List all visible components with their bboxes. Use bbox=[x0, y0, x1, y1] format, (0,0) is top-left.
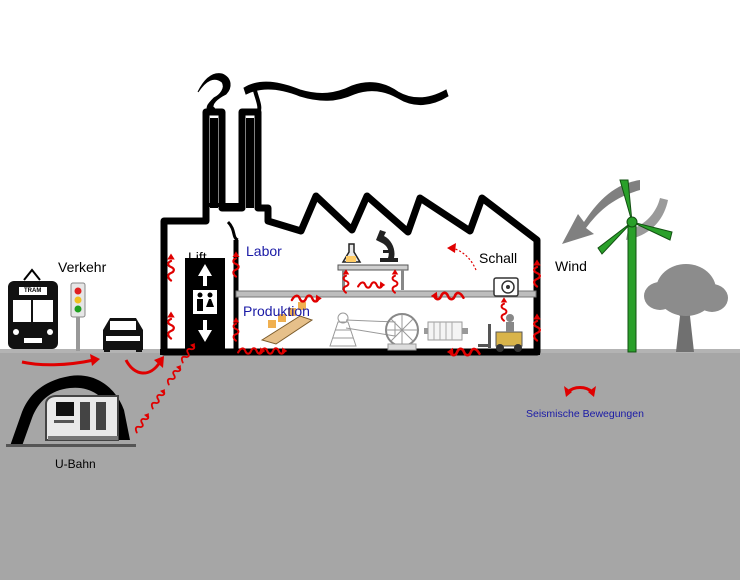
subway-tunnel bbox=[6, 375, 136, 447]
schall-label: Schall bbox=[479, 250, 518, 266]
tram-icon bbox=[8, 268, 58, 349]
car-vibration-arrowhead bbox=[154, 356, 164, 368]
machine-icon bbox=[329, 312, 419, 351]
microscope-icon bbox=[376, 230, 398, 262]
forklift-icon bbox=[478, 314, 523, 352]
subway-train-icon bbox=[45, 395, 119, 441]
seismic-legend-head-right bbox=[588, 386, 596, 397]
produktion-label: Produktion bbox=[243, 303, 310, 319]
traffic-light-icon bbox=[70, 282, 86, 351]
verkehr-label: Verkehr bbox=[58, 259, 107, 275]
motor-icon bbox=[424, 321, 468, 341]
ground bbox=[0, 349, 740, 580]
vibration-arrows bbox=[21, 243, 596, 435]
conveyor-icon bbox=[260, 302, 314, 345]
tram-vibration-arrow bbox=[21, 358, 95, 367]
smoke-icon bbox=[197, 73, 449, 115]
schall-arrowhead bbox=[447, 243, 456, 253]
seismic-legend-head-left bbox=[564, 386, 572, 397]
elevator-icon bbox=[185, 258, 225, 352]
car-icon bbox=[103, 318, 143, 352]
wind-label: Wind bbox=[555, 258, 587, 274]
tram-sign: TRAM bbox=[24, 288, 42, 294]
wind-turbine-icon bbox=[597, 179, 673, 353]
tram-vibration-arrowhead bbox=[90, 354, 100, 366]
lift-label: Lift bbox=[188, 249, 207, 265]
labor-label: Labor bbox=[246, 243, 282, 259]
fan-icon bbox=[493, 277, 519, 297]
ubahn-label: U-Bahn bbox=[55, 457, 96, 471]
seismic-label: Seismische Bewegungen bbox=[526, 408, 644, 420]
tree-icon bbox=[644, 264, 728, 352]
flask-icon bbox=[341, 243, 362, 263]
car-vibration-arrow bbox=[124, 359, 162, 375]
